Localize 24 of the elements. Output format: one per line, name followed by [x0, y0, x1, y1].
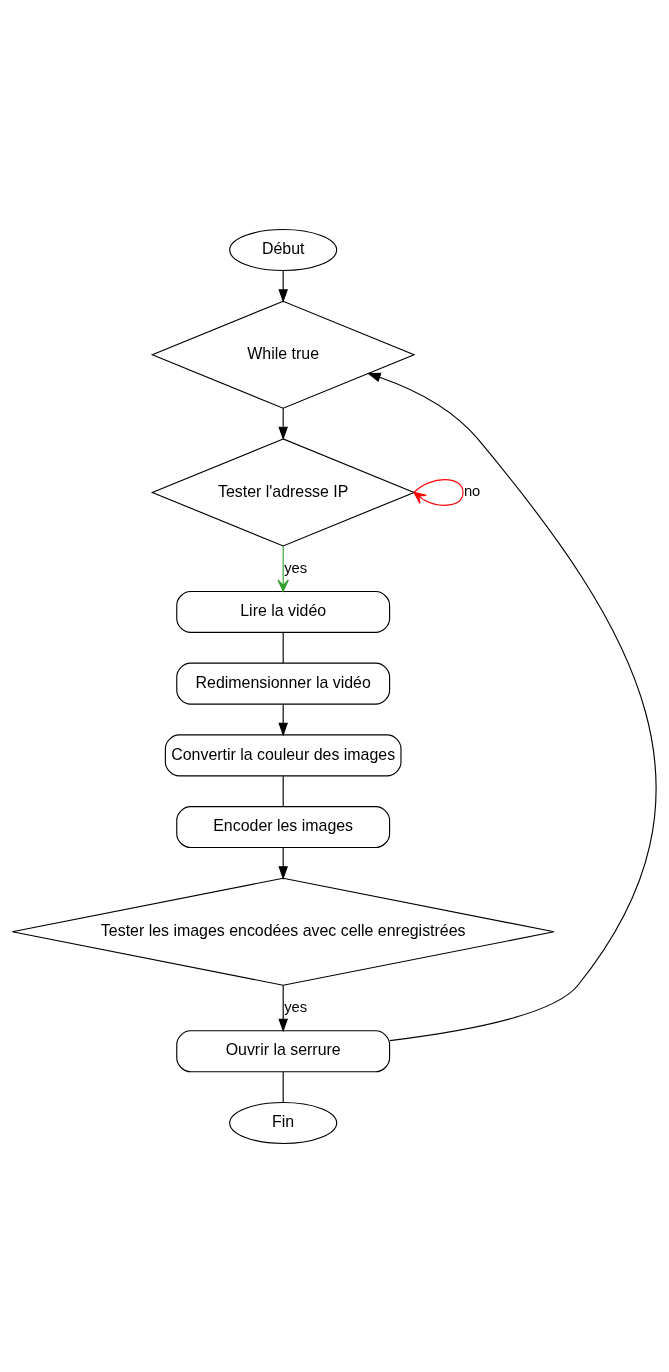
arrow [278, 703, 288, 736]
arrow [278, 984, 288, 1032]
edge-label: yes [284, 998, 308, 1015]
node-box: Convertir la couleur des images [164, 733, 402, 776]
node-box: Redimensionner la vidéo [176, 662, 391, 705]
arrow [278, 846, 288, 880]
connector [282, 631, 284, 664]
node-ellipse: Début [229, 228, 338, 271]
arrow [278, 269, 288, 303]
arrow [367, 372, 657, 1041]
connector [282, 1071, 284, 1103]
connector [282, 775, 284, 807]
node-box: Ouvrir la serrure [176, 1029, 391, 1072]
node-diamond: Tester l'adresse IP [150, 437, 416, 547]
node-ellipse: Fin [229, 1101, 338, 1144]
arrow [413, 478, 464, 506]
edge-label: yes [284, 559, 308, 576]
node-box: Lire la vidéo [176, 590, 391, 633]
arrow [278, 407, 288, 440]
edge-label: no [463, 482, 481, 499]
node-diamond: While true [150, 300, 416, 409]
node-box: Encoder les images [176, 805, 391, 848]
arrow [277, 544, 289, 592]
node-diamond: Tester les images encodées avec celle enregistrées [11, 877, 555, 986]
